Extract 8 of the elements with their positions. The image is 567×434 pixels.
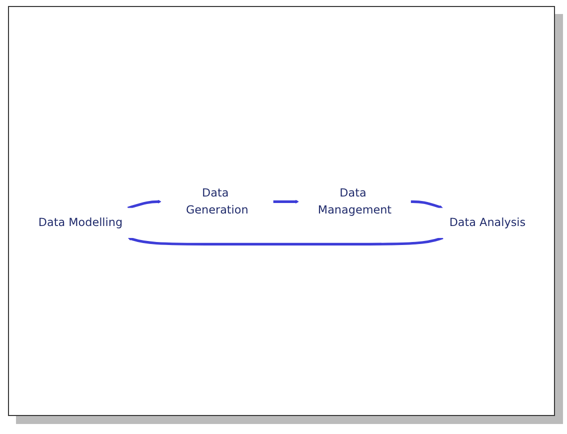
node-text: Data Modelling [38,216,122,229]
arrow [410,200,443,208]
node-text: Data Analysis [448,216,526,229]
arrow [272,199,299,204]
arrow [126,199,161,209]
node-text: Data Generation [185,186,248,216]
node-text: Data Management [317,186,392,216]
arrow [127,236,443,246]
